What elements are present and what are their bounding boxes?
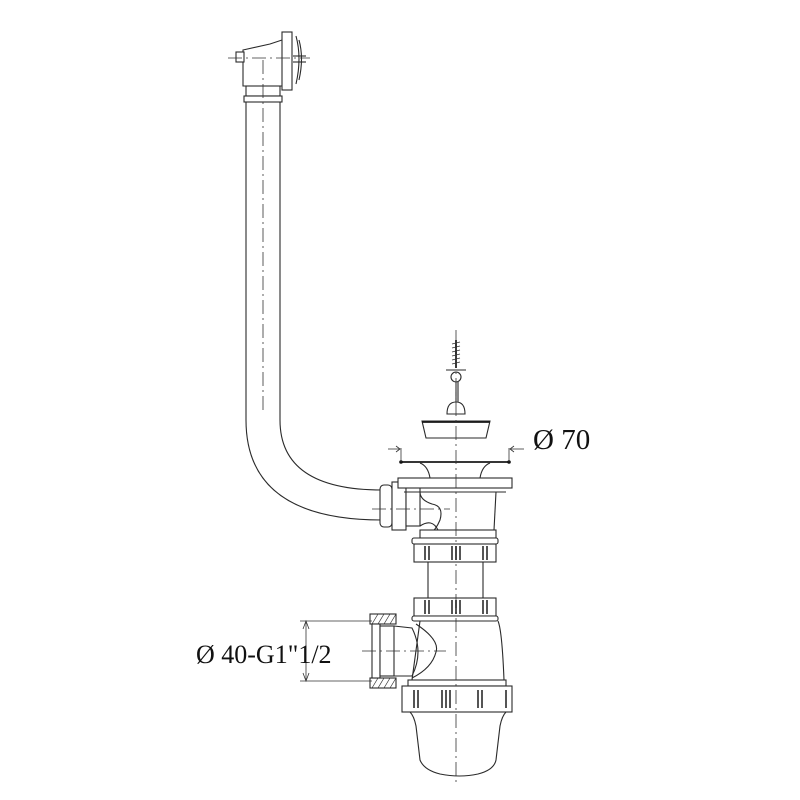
- coupling-nut-upper: [411, 537, 499, 563]
- strainer-diameter-label: Ø 70: [533, 424, 591, 456]
- overflow-hose: [245, 60, 383, 521]
- strainer-flange: [388, 445, 524, 479]
- bottle-trap-body: [407, 620, 507, 687]
- hose-connector: [372, 481, 450, 531]
- outlet-nut: [300, 613, 446, 689]
- coupling-nut-lower: [411, 597, 499, 622]
- outlet-diameter-label: Ø 40-G1"1/2: [196, 640, 332, 669]
- overflow-head: [228, 31, 310, 103]
- trap-bottom-cup: [401, 685, 513, 777]
- extension-tube: [427, 562, 484, 600]
- waste-body: [397, 477, 513, 539]
